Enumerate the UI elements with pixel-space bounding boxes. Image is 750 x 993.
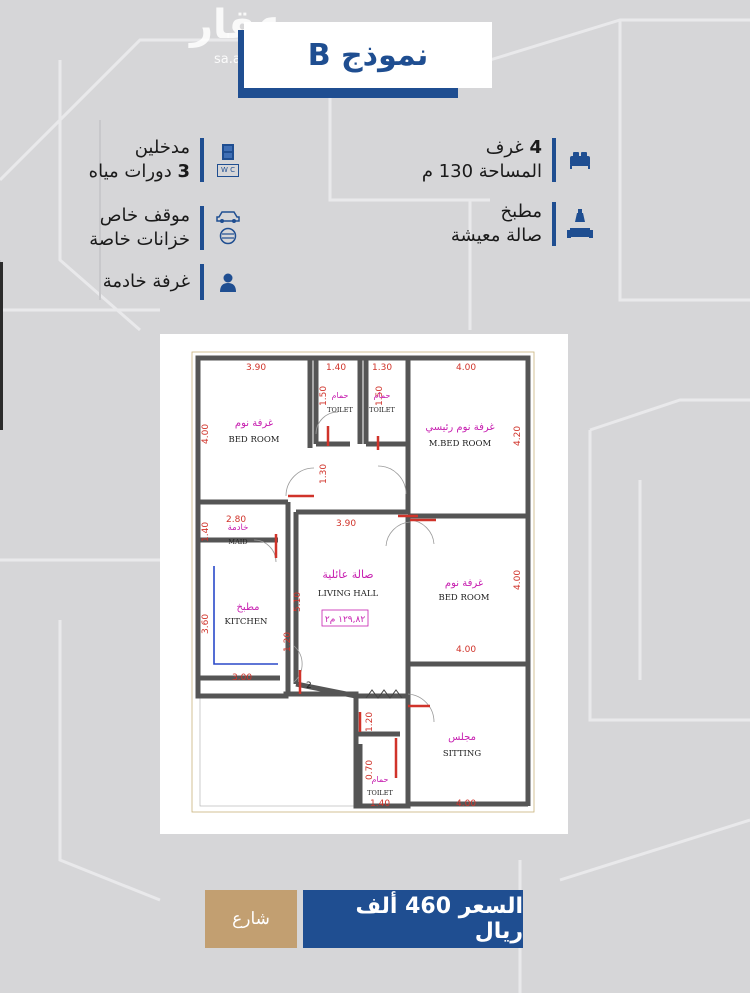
toilet3-label-en: TOILET xyxy=(367,789,393,797)
dim-toilet1-side: 1.50 xyxy=(319,386,329,406)
toilet3-label-ar: حمام xyxy=(372,775,389,784)
feature-text: غرفة خادمة xyxy=(103,270,190,294)
title-card: نموذج B xyxy=(244,22,492,88)
dim-living-side: 5.10 xyxy=(293,592,303,612)
bed2-label-en: BED ROOM xyxy=(438,593,489,603)
feature-divider xyxy=(200,138,204,182)
dim-living-top: 3.90 xyxy=(336,519,356,529)
feature-kitchen-living: مطبخ صالة معيشة xyxy=(451,200,594,248)
feature-divider xyxy=(552,138,556,182)
feature-text: مدخلين 3 دورات مياه xyxy=(89,136,190,184)
kettle-icon xyxy=(575,209,585,222)
car-icon xyxy=(216,211,240,223)
dim-mbed-top: 4.00 xyxy=(456,363,476,373)
dim-stair-num: 2 xyxy=(306,681,312,691)
rooms-label: غرف xyxy=(485,137,524,158)
dim-bed1-top: 3.90 xyxy=(246,363,266,373)
walls xyxy=(195,355,531,809)
feature-divider xyxy=(552,202,556,246)
maid-label-en: MAID xyxy=(228,538,247,546)
feature-text: موقف خاص خزانات خاصة xyxy=(89,204,190,252)
feature-rooms-area: 4 غرف المساحة 130 م xyxy=(422,136,594,184)
price-badge: السعر 460 ألف ريال xyxy=(303,890,523,948)
maid-label-ar: خادمة xyxy=(228,523,249,533)
rooms-count: 4 xyxy=(529,137,542,158)
dim-mbed-side: 4.20 xyxy=(513,426,523,446)
maid-label: غرفة خادمة xyxy=(102,271,190,292)
dim-bed2-side: 4.00 xyxy=(513,570,523,590)
bed1-label-en: BED ROOM xyxy=(228,435,279,445)
toilet2-label-ar: حمام xyxy=(374,391,391,400)
living-label-en: LIVING HALL xyxy=(318,589,379,599)
dim-kitchen-bottom: 3.00 xyxy=(232,673,252,683)
parking-label: موقف خاص xyxy=(99,205,190,226)
kitchen-label-en: KITCHEN xyxy=(225,617,268,627)
baths-label: دورات مياه xyxy=(88,161,172,182)
feature-entrances-baths: W C مدخلين 3 دورات مياه xyxy=(89,136,242,184)
door-wc-icon: W C xyxy=(214,143,242,177)
feature-text: مطبخ صالة معيشة xyxy=(451,200,542,248)
dim-sitting-bottom: 4.00 xyxy=(456,799,476,809)
bed1-label-ar: غرفة نوم xyxy=(235,418,273,429)
doors xyxy=(253,411,436,778)
bed2-label-ar: غرفة نوم xyxy=(445,578,483,589)
toilet1-label-ar: حمام xyxy=(332,391,349,400)
kitchen-label-ar: مطبخ xyxy=(236,602,259,613)
dim-toilet2-side: 1.50 xyxy=(375,386,385,406)
feature-maid-room: غرفة خادمة xyxy=(103,264,242,300)
dim-bed1-side: 4.00 xyxy=(201,424,211,444)
dim-toilet1-top: 1.40 xyxy=(326,363,346,373)
kitchen-living-icon xyxy=(566,209,594,239)
dim-toilet3-bottom: 1.40 xyxy=(370,799,390,809)
toilet2-label-en: TOILET xyxy=(369,406,395,414)
sitting-label-ar: مجلس xyxy=(448,732,476,743)
dim-stair: 1.20 xyxy=(283,632,293,652)
room-labels: غرفة نوم BED ROOM حمام TOILET حمام TOILE… xyxy=(225,391,495,797)
bed-icon xyxy=(566,150,594,170)
baths-count: 3 xyxy=(177,161,190,182)
toilet1-label-en: TOILET xyxy=(327,406,353,414)
dim-entry: 1.20 xyxy=(365,712,375,732)
mbed-label-ar: غرفة نوم رئيسي xyxy=(425,422,494,433)
tank-icon xyxy=(219,227,237,245)
entrance-steps xyxy=(365,689,403,699)
dim-corridor: 1.30 xyxy=(319,464,329,484)
feature-divider xyxy=(200,206,204,250)
door-icon xyxy=(222,143,234,160)
kitchen-label: مطبخ xyxy=(500,201,542,222)
car-tank-icon xyxy=(214,211,242,245)
dim-maid-top: 2.80 xyxy=(226,515,246,525)
dim-maid-side: 1.40 xyxy=(201,522,211,542)
tanks-label: خزانات خاصة xyxy=(89,229,190,250)
living-label-ar: صالة عائلية xyxy=(322,568,373,581)
sofa-icon xyxy=(567,228,593,238)
floor-plan: .w { fill: none; stroke: #555; stroke-wi… xyxy=(191,351,535,813)
site-boundary xyxy=(191,351,535,813)
person-icon xyxy=(214,272,242,292)
feature-parking-tanks: موقف خاص خزانات خاصة xyxy=(89,204,242,252)
entrances-label: مدخلين xyxy=(134,137,190,158)
mbed-label-en: M.BED ROOM xyxy=(429,439,492,449)
floor-plan-card: .w { fill: none; stroke: #555; stroke-wi… xyxy=(160,334,568,834)
dim-bed2-bottom: 4.00 xyxy=(456,645,476,655)
dim-toilet3-side: 0.70 xyxy=(365,760,375,780)
dimensions: 3.90 4.00 1.40 1.50 1.30 1.50 4.00 4.20 … xyxy=(201,363,523,809)
dim-kitchen-side: 3.60 xyxy=(201,614,211,634)
page-title: نموذج B xyxy=(307,37,429,73)
street-button[interactable]: شارع xyxy=(205,890,297,948)
living-area: ١٢٩,٨٢ م٢ xyxy=(325,615,365,625)
living-label: صالة معيشة xyxy=(450,225,542,246)
wc-icon: W C xyxy=(216,163,240,177)
feature-text: 4 غرف المساحة 130 م xyxy=(422,136,542,184)
feature-divider xyxy=(200,264,204,300)
living-area-box xyxy=(321,609,369,627)
kitchen-counter xyxy=(213,566,278,665)
area-label: المساحة 130 م xyxy=(421,161,542,182)
dim-toilet2-top: 1.30 xyxy=(372,363,392,373)
sitting-label-en: SITTING xyxy=(443,749,481,759)
